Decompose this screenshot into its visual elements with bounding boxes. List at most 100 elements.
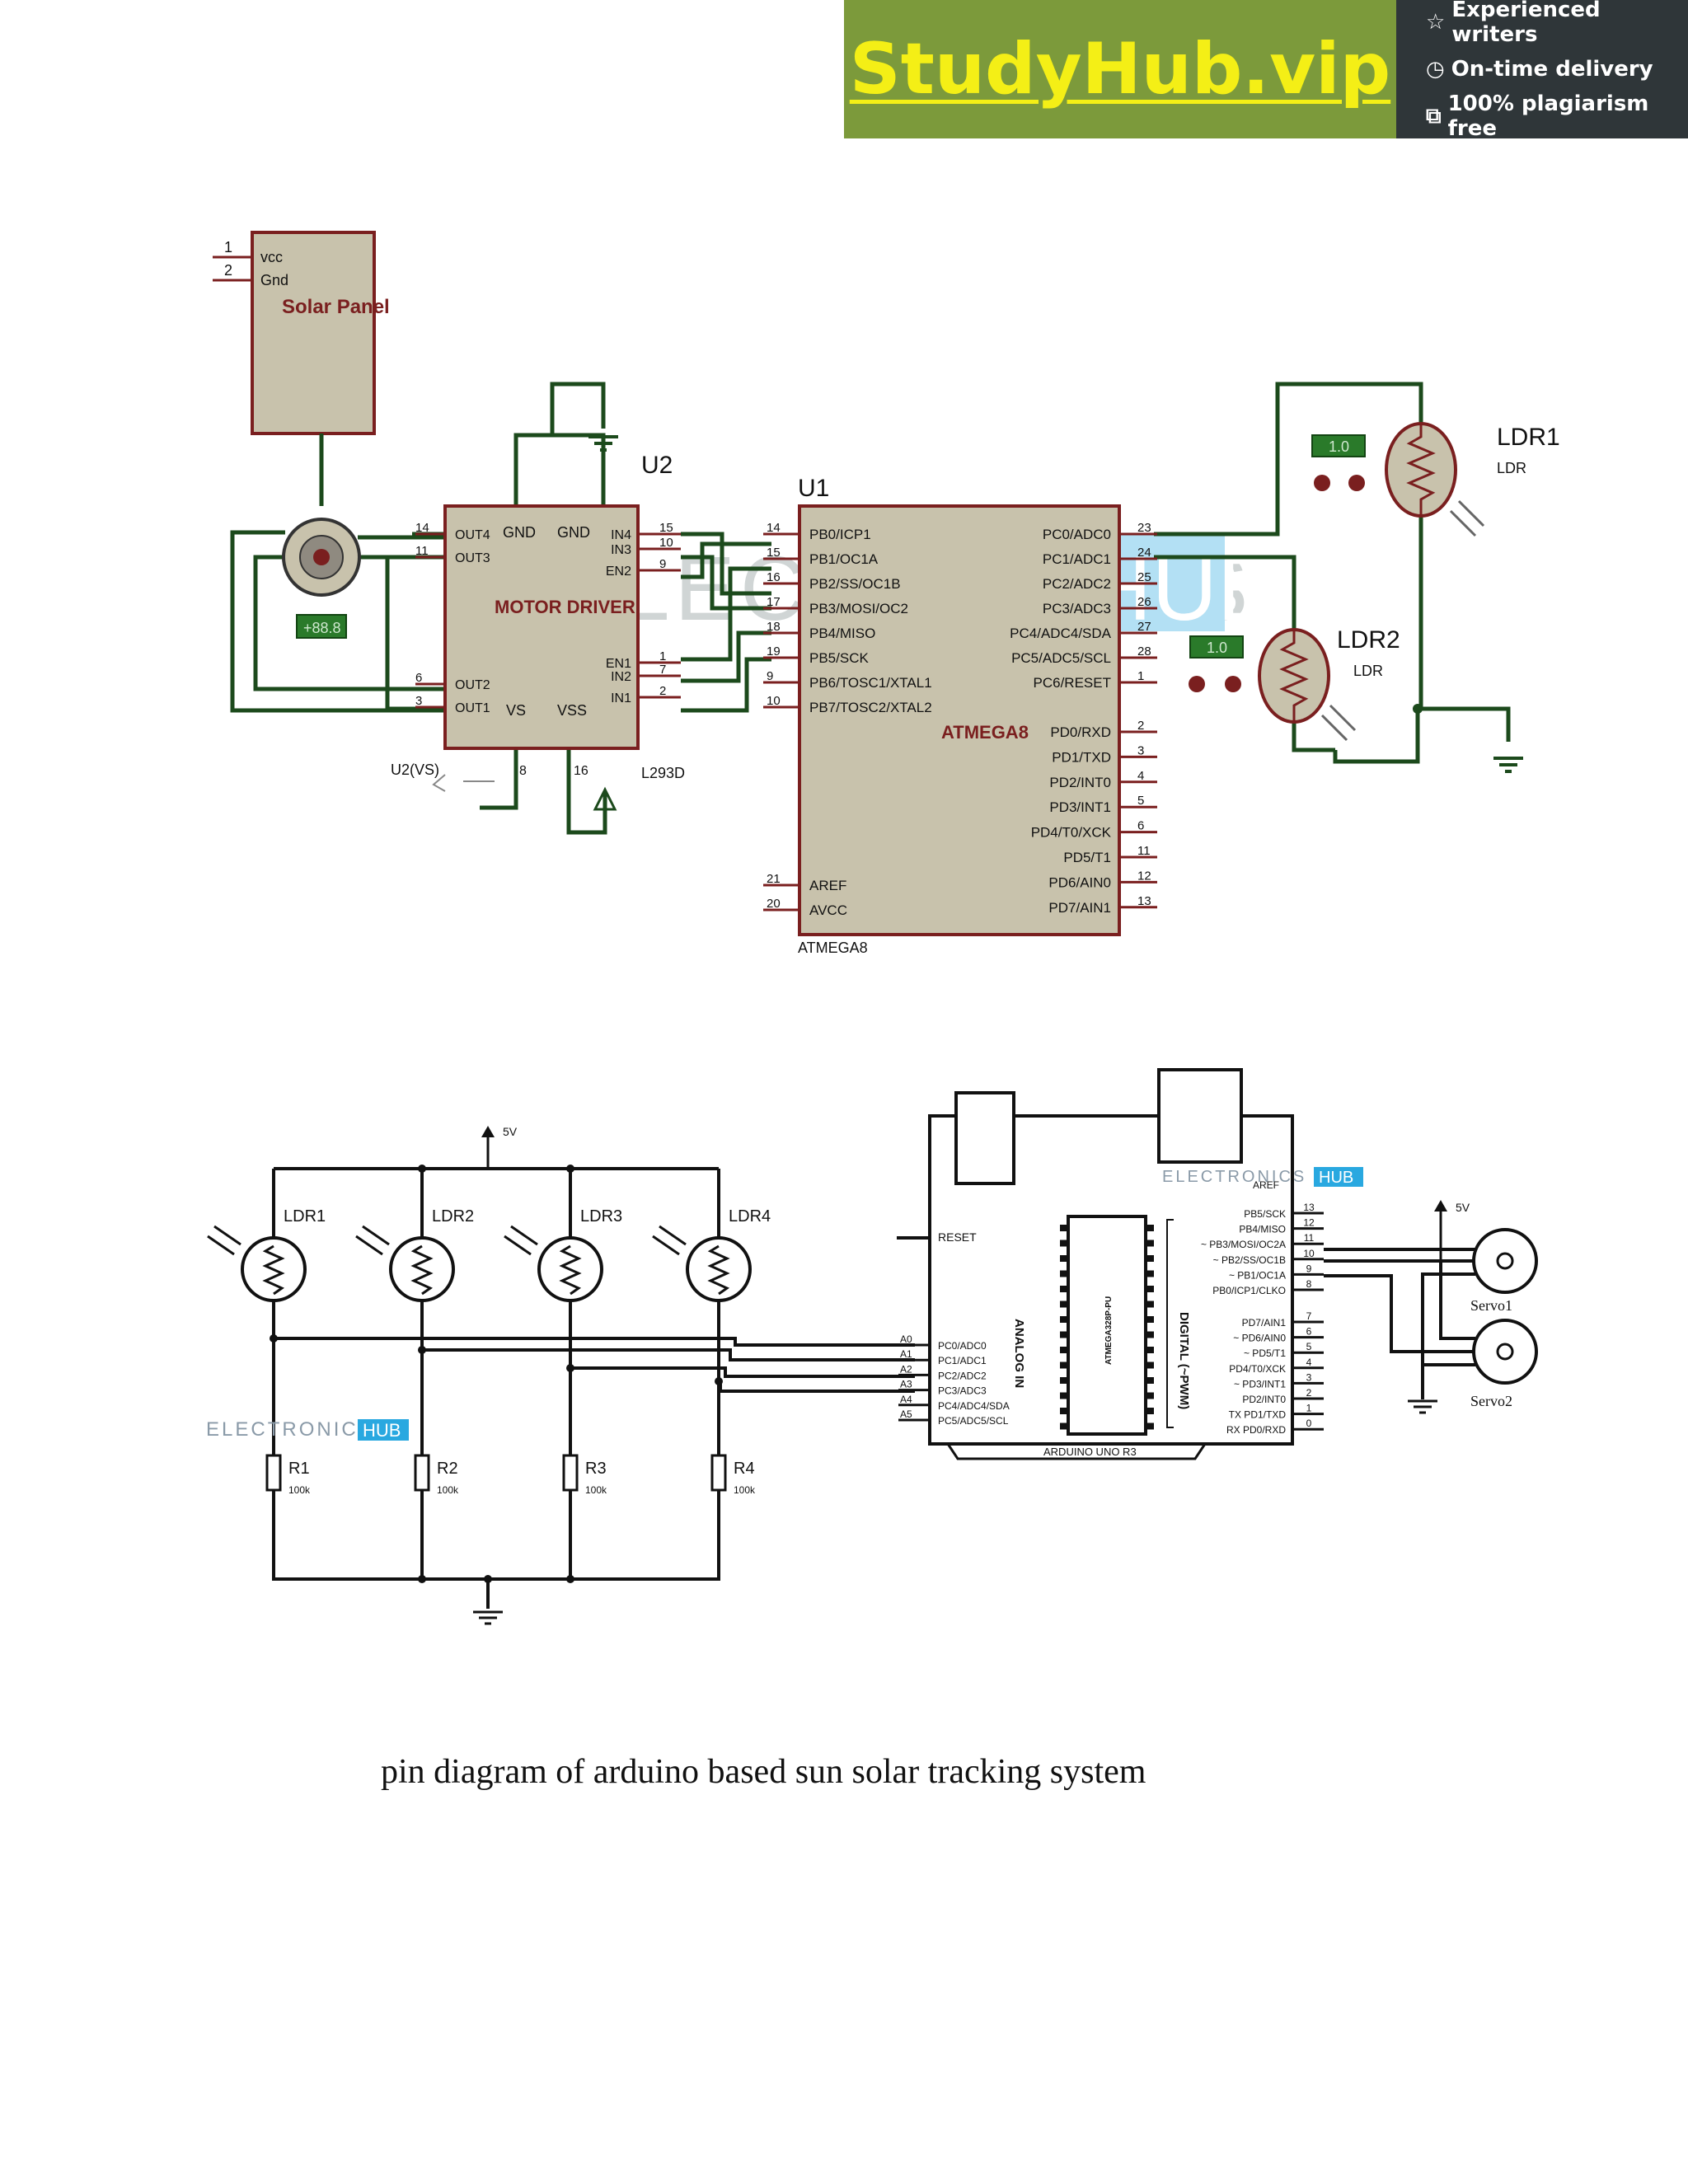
feature-label: Experienced writers [1451, 0, 1601, 47]
analog-label: ANALOG IN [1012, 1319, 1026, 1388]
analog-pin-id: A1 [900, 1348, 912, 1360]
arduino-reset: RESET [938, 1230, 977, 1244]
pin-number: 3 [415, 694, 422, 708]
pin-name: IN2 [611, 670, 631, 684]
light-arrow [652, 1235, 680, 1256]
digital-pin-number: 9 [1306, 1263, 1312, 1274]
feature-writers: ☆ Experienced writers [1426, 0, 1688, 47]
chip-pin [1060, 1270, 1068, 1277]
pin-name: PB3/MOSI/OC2 [809, 601, 908, 616]
u2-motor-driver: U2 MOTOR DRIVER L293D U2(VS) GND GND VS … [391, 435, 685, 811]
resistor-body [562, 1454, 579, 1492]
chip-pin [1060, 1316, 1068, 1323]
pin-name: PD1/TXD [1052, 749, 1111, 765]
arduino-watermark-hub: HUB [1319, 1169, 1353, 1187]
light-arrow [510, 1225, 538, 1246]
pin-name: OUT2 [455, 678, 490, 692]
motor-readout: +88.8 [303, 620, 341, 636]
watermark-text: ELECTRONICS [206, 1418, 374, 1441]
resistor-body [414, 1454, 430, 1492]
chip-pin [1146, 1240, 1154, 1247]
digital-pin-name: PD7/AIN1 [1242, 1317, 1287, 1329]
dc-motor: +88.8 [282, 518, 361, 639]
watermark-hub: HUB [363, 1420, 401, 1441]
pin-number: 26 [1137, 595, 1151, 609]
bottom-wires [272, 1167, 928, 1609]
studyhub-logo[interactable]: StudyHub.vip [849, 28, 1391, 110]
pin-name: OUT4 [455, 528, 490, 542]
chip-pin [1146, 1286, 1154, 1292]
solar-gnd: Gnd [260, 272, 288, 288]
pin-number: 1 [659, 649, 666, 663]
pin-number: 25 [1137, 570, 1151, 584]
pin-number: 11 [1137, 844, 1151, 858]
pin-name: PB4/MISO [809, 626, 875, 641]
pin-number: 23 [1137, 521, 1151, 535]
u1-right-pins: 23PC0/ADC024PC1/ADC125PC2/ADC226PC3/ADC3… [1010, 521, 1157, 916]
analog-pin-name: PC2/ADC2 [938, 1370, 987, 1381]
digital-pin-name: ~ PB3/MOSI/OC2A [1201, 1239, 1286, 1250]
digital-pin-number: 5 [1306, 1341, 1312, 1352]
pin-number: 24 [1137, 546, 1151, 560]
bottom-5v: 5V [503, 1125, 518, 1138]
analog-pin-id: A2 [900, 1363, 912, 1375]
analog-pins: A0PC0/ADC0A1PC1/ADC1A2PC2/ADC2A3PC3/ADC3… [898, 1333, 1010, 1427]
u2-pin8: 8 [519, 764, 527, 778]
chip-pin [1146, 1255, 1154, 1262]
digital-pin-name: PB5/SCK [1244, 1208, 1286, 1220]
chip-pin [1146, 1225, 1154, 1231]
pin-name: PD0/RXD [1050, 724, 1111, 740]
digital-pin-number: 10 [1303, 1248, 1315, 1259]
pin-number: 20 [767, 897, 781, 911]
pin-number: 28 [1137, 644, 1151, 658]
pin-name: PB5/SCK [809, 650, 869, 666]
chip-pin [1146, 1331, 1154, 1338]
analog-pin-id: A3 [900, 1379, 912, 1390]
ldr-zigzag [707, 1244, 730, 1296]
analog-pin-id: A0 [900, 1333, 912, 1345]
pin-number: 27 [1137, 620, 1151, 634]
analog-pin-name: PC5/ADC5/SCL [938, 1415, 1009, 1427]
analog-pin-id: A4 [900, 1394, 912, 1405]
analog-pin-name: PC1/ADC1 [938, 1355, 987, 1366]
pin-name: OUT3 [455, 551, 490, 565]
u1-ref: U1 [798, 475, 829, 502]
pin-number: 17 [767, 595, 781, 609]
pin-name: PD2/INT0 [1049, 775, 1111, 790]
light-arrow [207, 1235, 235, 1256]
pin-name: EN1 [606, 657, 631, 671]
banner-logo-area[interactable]: StudyHub.vip [844, 0, 1396, 138]
digital-pin-name: ~ PB1/OC1A [1229, 1269, 1286, 1281]
pin-name: IN4 [611, 528, 631, 542]
chip-pin [1146, 1361, 1154, 1369]
digital-pin-number: 13 [1303, 1202, 1315, 1213]
ldr2-type: LDR [1353, 663, 1383, 679]
ldr-zigzag [559, 1244, 582, 1296]
studyhub-banner[interactable]: StudyHub.vip ☆ Experienced writers ◷ On-… [844, 0, 1688, 141]
digital-label: DIGITAL (~PWM) [1177, 1312, 1191, 1409]
ldr1-ref: LDR1 [1497, 424, 1560, 451]
pin-name: PD5/T1 [1063, 850, 1111, 865]
clock-icon: ◷ [1426, 57, 1445, 82]
pin-number: 14 [767, 521, 781, 535]
ldr2-readout: 1.0 [1207, 640, 1227, 656]
servo1-label: Servo1 [1470, 1297, 1512, 1314]
pin-name: PC1/ADC1 [1043, 551, 1111, 567]
feature-delivery: ◷ On-time delivery [1426, 57, 1688, 82]
pin-name: PB1/OC1A [809, 551, 879, 567]
resistor-ref: R3 [585, 1460, 607, 1478]
pin-number: 21 [767, 872, 781, 886]
pin-name: PC6/RESET [1034, 675, 1111, 691]
pin-name: PB6/TOSC1/XTAL1 [809, 675, 932, 691]
digital-pin-name: PD4/T0/XCK [1229, 1363, 1286, 1375]
ldr-zigzag [410, 1244, 434, 1296]
u2-gnd1: GND [503, 524, 536, 541]
chip-pin [1060, 1377, 1068, 1384]
u2-part: L293D [641, 765, 685, 781]
pin-number: 13 [1137, 894, 1151, 908]
ldr-zigzag [262, 1244, 285, 1296]
